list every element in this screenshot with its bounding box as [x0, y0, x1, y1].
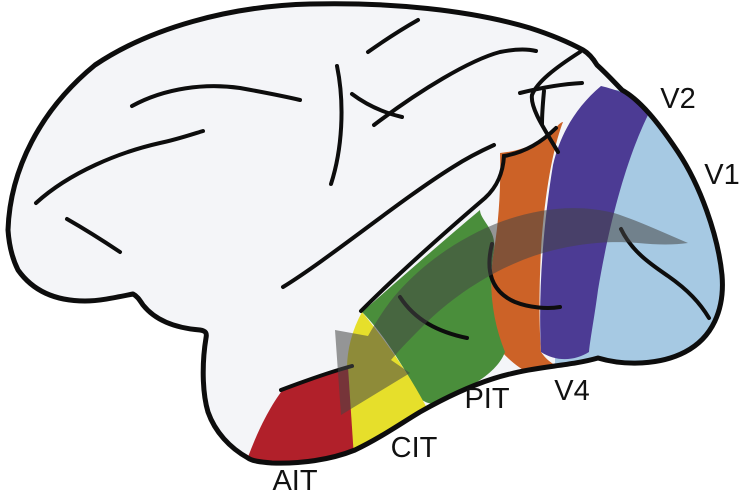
principal-sulcus [130, 84, 302, 108]
label-v2: V2 [660, 83, 695, 115]
region-v4 [491, 122, 601, 384]
parieto-occipital-sulcus [518, 81, 584, 95]
label-cit: CIT [391, 432, 438, 464]
brain-outline [5, 1, 725, 466]
temporal-band-upper-boundary [359, 126, 558, 313]
orbital-sulcus [65, 217, 122, 254]
sulcus-in-v1 [619, 227, 711, 320]
parieto-occipital-sulcus-stem [540, 89, 546, 126]
intraparietal-sulcus [372, 47, 538, 127]
label-v4: V4 [554, 375, 589, 407]
superior-temporal-sulcus [281, 143, 496, 289]
label-pit: PIT [464, 383, 509, 415]
ventral-stream-arrow [335, 208, 688, 415]
label-ait: AIT [272, 465, 317, 497]
frontal-sulcus-lower [34, 129, 205, 205]
central-sulcus-hook [350, 92, 404, 119]
intraparietal-sulcus-upper [366, 18, 420, 54]
arcuate-sulcus [329, 64, 344, 186]
region-ait [248, 367, 354, 464]
label-v1: V1 [704, 159, 739, 191]
sulci-lines [34, 18, 711, 340]
lunate-sulcus [529, 50, 582, 154]
